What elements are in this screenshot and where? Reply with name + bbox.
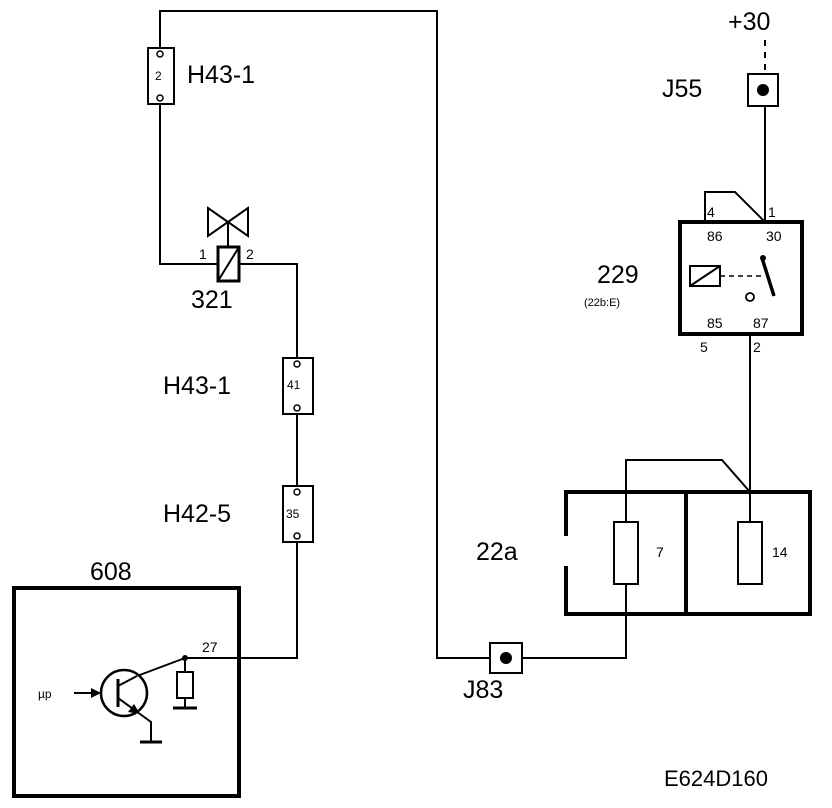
relay-pin2: 2 <box>753 339 761 355</box>
relay-sublabel: (22b:E) <box>584 297 620 309</box>
ecu-label: 608 <box>90 558 132 586</box>
wires <box>159 10 766 659</box>
valve-pin2: 2 <box>246 246 254 262</box>
j55-dot <box>757 84 769 96</box>
relay-pin85: 85 <box>707 315 723 331</box>
relay-body <box>678 220 804 336</box>
j83-label: J83 <box>463 676 503 704</box>
connector-h43-1-top: 2 <box>147 47 175 105</box>
diagram-id: E624D160 <box>664 766 768 791</box>
transistor-icon <box>99 668 149 718</box>
valve-321: 1 2 <box>199 206 254 283</box>
conn-h43-top-label: H43-1 <box>187 61 255 89</box>
ecu-608: µp 27 <box>12 586 241 798</box>
wire-relay-bridge <box>704 191 766 223</box>
relay-contact-point <box>745 292 755 302</box>
relay-pin87: 87 <box>753 315 769 331</box>
conn-h43-top-pin: 2 <box>155 69 162 83</box>
fuse14-label: 14 <box>772 544 788 560</box>
relay-label: 229 <box>597 261 639 289</box>
valve-icon <box>207 206 230 238</box>
fuse-14 <box>737 521 763 585</box>
conn-h42-pin: 35 <box>286 507 300 521</box>
relay-contact-pivot <box>760 255 766 261</box>
valve-label: 321 <box>191 286 233 314</box>
conn-h43-mid-pin: 41 <box>287 378 301 392</box>
conn-h42-label: H42-5 <box>163 500 231 528</box>
wire-h43-to-valve <box>159 104 218 265</box>
conn-h43-mid-label: H43-1 <box>163 372 231 400</box>
wire-j83-to-fuse7 <box>522 584 627 659</box>
relay-pin1: 1 <box>768 204 776 220</box>
fusebox-22a: 7 14 <box>564 490 812 616</box>
j55-label: J55 <box>662 75 702 103</box>
ecu-body <box>12 586 241 798</box>
relay-coil-diagonal <box>689 265 721 287</box>
relay-pin30: 30 <box>766 228 782 244</box>
relay-pin4: 4 <box>707 204 715 220</box>
connector-h43-1-mid: 41 <box>282 357 314 415</box>
plus30-label: +30 <box>728 8 770 36</box>
resistor-icon <box>176 671 194 699</box>
wire-top-loop <box>159 10 490 659</box>
valve-pin1: 1 <box>199 246 207 262</box>
relay-229: 86 30 85 87 4 1 5 2 <box>678 204 804 355</box>
ecu-input-label: µp <box>38 687 52 701</box>
fuse-7 <box>613 521 639 585</box>
relay-contact-arm <box>760 257 776 297</box>
wire-valve-to-h43 <box>239 263 298 358</box>
fuse7-label: 7 <box>656 544 664 560</box>
connector-h42-5: 35 <box>282 485 314 543</box>
ecu-pin-label: 27 <box>202 639 218 655</box>
input-arrow-icon <box>91 688 101 698</box>
j83-dot <box>500 652 512 664</box>
relay-pin5: 5 <box>700 339 708 355</box>
wire-h42-to-ecu <box>185 542 298 659</box>
relay-pin86: 86 <box>707 228 723 244</box>
fusebox-label: 22a <box>476 538 518 566</box>
